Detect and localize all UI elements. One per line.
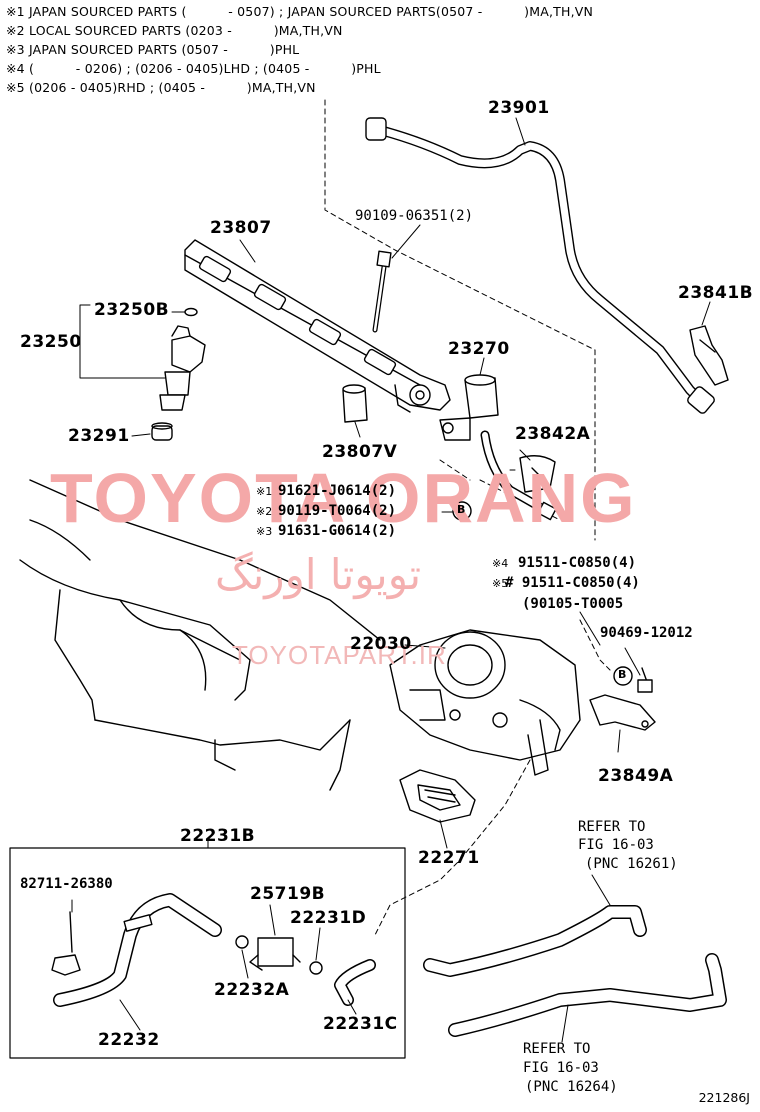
part-label-fix1[interactable]: 91621-J0614(2) xyxy=(278,483,397,499)
ref-b-circle-2 xyxy=(614,667,632,685)
clip-23841b xyxy=(690,326,728,385)
note-5: ※5 (0206 - 0405)RHD ; (0405 - )MA,TH,VN xyxy=(6,80,316,95)
part-label-82711[interactable]: 82711-26380 xyxy=(20,876,113,892)
part-label-23291[interactable]: 23291 xyxy=(68,426,130,446)
part-label-fix3[interactable]: 91631-G0614(2) xyxy=(278,523,397,539)
part-label-bolt6[interactable]: (90105-T0005 xyxy=(522,596,624,612)
part-label-22231d[interactable]: 22231D xyxy=(290,908,367,928)
regulator-23270 xyxy=(440,375,556,520)
fuel-hose-23901 xyxy=(366,118,716,415)
watermark-arabic: تویوتا اورنگ xyxy=(215,550,422,599)
clip-82711 xyxy=(52,912,80,975)
ref-b-circle-1 xyxy=(453,502,471,520)
clamp-22232a xyxy=(236,936,248,948)
ref-b-label-1: B xyxy=(457,503,466,516)
vsv-25719b xyxy=(250,938,300,970)
part-label-23807v[interactable]: 23807V xyxy=(322,442,398,462)
ref-bottom-line2: FIG 16-03 xyxy=(523,1060,599,1076)
leader-solid xyxy=(80,118,710,1042)
part-label-90109[interactable]: 90109-06351(2) xyxy=(355,208,474,224)
bolt4-mark: ※4 xyxy=(492,557,509,570)
figure-id: 221286J xyxy=(698,1090,750,1105)
ref-top-line1: REFER TO xyxy=(578,819,646,835)
ref-hose-upper xyxy=(430,912,640,970)
clamp-22231d xyxy=(310,962,322,974)
part-label-23250b[interactable]: 23250B xyxy=(94,300,170,320)
part-label-22232[interactable]: 22232 xyxy=(98,1030,160,1050)
ref-hose-lower xyxy=(455,960,720,1030)
bracket-23849a xyxy=(590,695,655,730)
watermark-site: TOYOTAPART.IR xyxy=(232,640,447,670)
bolt5-mark: ※5 xyxy=(492,577,509,590)
ref-top-line2: FIG 16-03 xyxy=(578,837,654,853)
note-4: ※4 ( - 0206) ; (0206 - 0405)LHD ; (0405 … xyxy=(6,61,381,76)
part-label-23849a[interactable]: 23849A xyxy=(598,766,674,786)
hose-22231c xyxy=(340,965,370,1000)
part-label-23841b[interactable]: 23841B xyxy=(678,283,754,303)
fuel-rail-23807 xyxy=(185,240,450,412)
part-label-22231c[interactable]: 22231C xyxy=(323,1014,398,1034)
note-2: ※2 LOCAL SOURCED PARTS (0203 - )MA,TH,VN xyxy=(6,23,343,38)
ref-b-label-2: B xyxy=(618,668,627,681)
fix1-mark: ※1 xyxy=(256,485,273,498)
part-label-23270[interactable]: 23270 xyxy=(448,339,510,359)
hose-22232 xyxy=(60,900,215,1000)
part-label-22231b[interactable]: 22231B xyxy=(180,826,256,846)
part-label-fix2[interactable]: 90119-T0064(2) xyxy=(278,503,397,519)
o-ring-23250b xyxy=(185,309,197,316)
part-label-22030[interactable]: 22030 xyxy=(350,634,412,654)
part-label-25719b[interactable]: 25719B xyxy=(250,884,326,904)
part-label-23250[interactable]: 23250 xyxy=(20,332,82,352)
note-1: ※1 JAPAN SOURCED PARTS ( - 0507) ; JAPAN… xyxy=(6,4,594,19)
ref-bottom-line1: REFER TO xyxy=(523,1041,591,1057)
fix3-mark: ※3 xyxy=(256,525,273,538)
engine-outline xyxy=(20,480,380,790)
note-3: ※3 JAPAN SOURCED PARTS (0507 - )PHL xyxy=(6,42,300,57)
inset-box xyxy=(10,848,405,1058)
cushion-23291 xyxy=(152,423,172,440)
watermark-main: TOYOTA ORANG xyxy=(50,459,637,537)
bolt-90469 xyxy=(638,668,652,692)
fix2-mark: ※2 xyxy=(256,505,273,518)
insulator-23807v xyxy=(343,385,367,422)
clamp-23842a xyxy=(520,456,555,492)
bolt-90109 xyxy=(375,251,391,330)
injector-23250 xyxy=(160,326,205,410)
part-label-23807[interactable]: 23807 xyxy=(210,218,272,238)
gasket-22271 xyxy=(400,770,475,822)
ref-top-line3: (PNC 16261) xyxy=(585,856,678,872)
part-label-90469[interactable]: 90469-12012 xyxy=(600,625,693,641)
throttle-body-22030 xyxy=(390,630,580,775)
part-label-22271[interactable]: 22271 xyxy=(418,848,480,868)
part-label-23842a[interactable]: 23842A xyxy=(515,424,591,444)
part-label-23901[interactable]: 23901 xyxy=(488,98,550,118)
part-label-bolt4[interactable]: 91511-C0850(4) xyxy=(518,555,637,571)
part-label-22232a[interactable]: 22232A xyxy=(214,980,290,1000)
ref-bottom-line3: (PNC 16264) xyxy=(525,1079,618,1095)
part-label-bolt5[interactable]: # 91511-C0850(4) xyxy=(505,575,640,591)
